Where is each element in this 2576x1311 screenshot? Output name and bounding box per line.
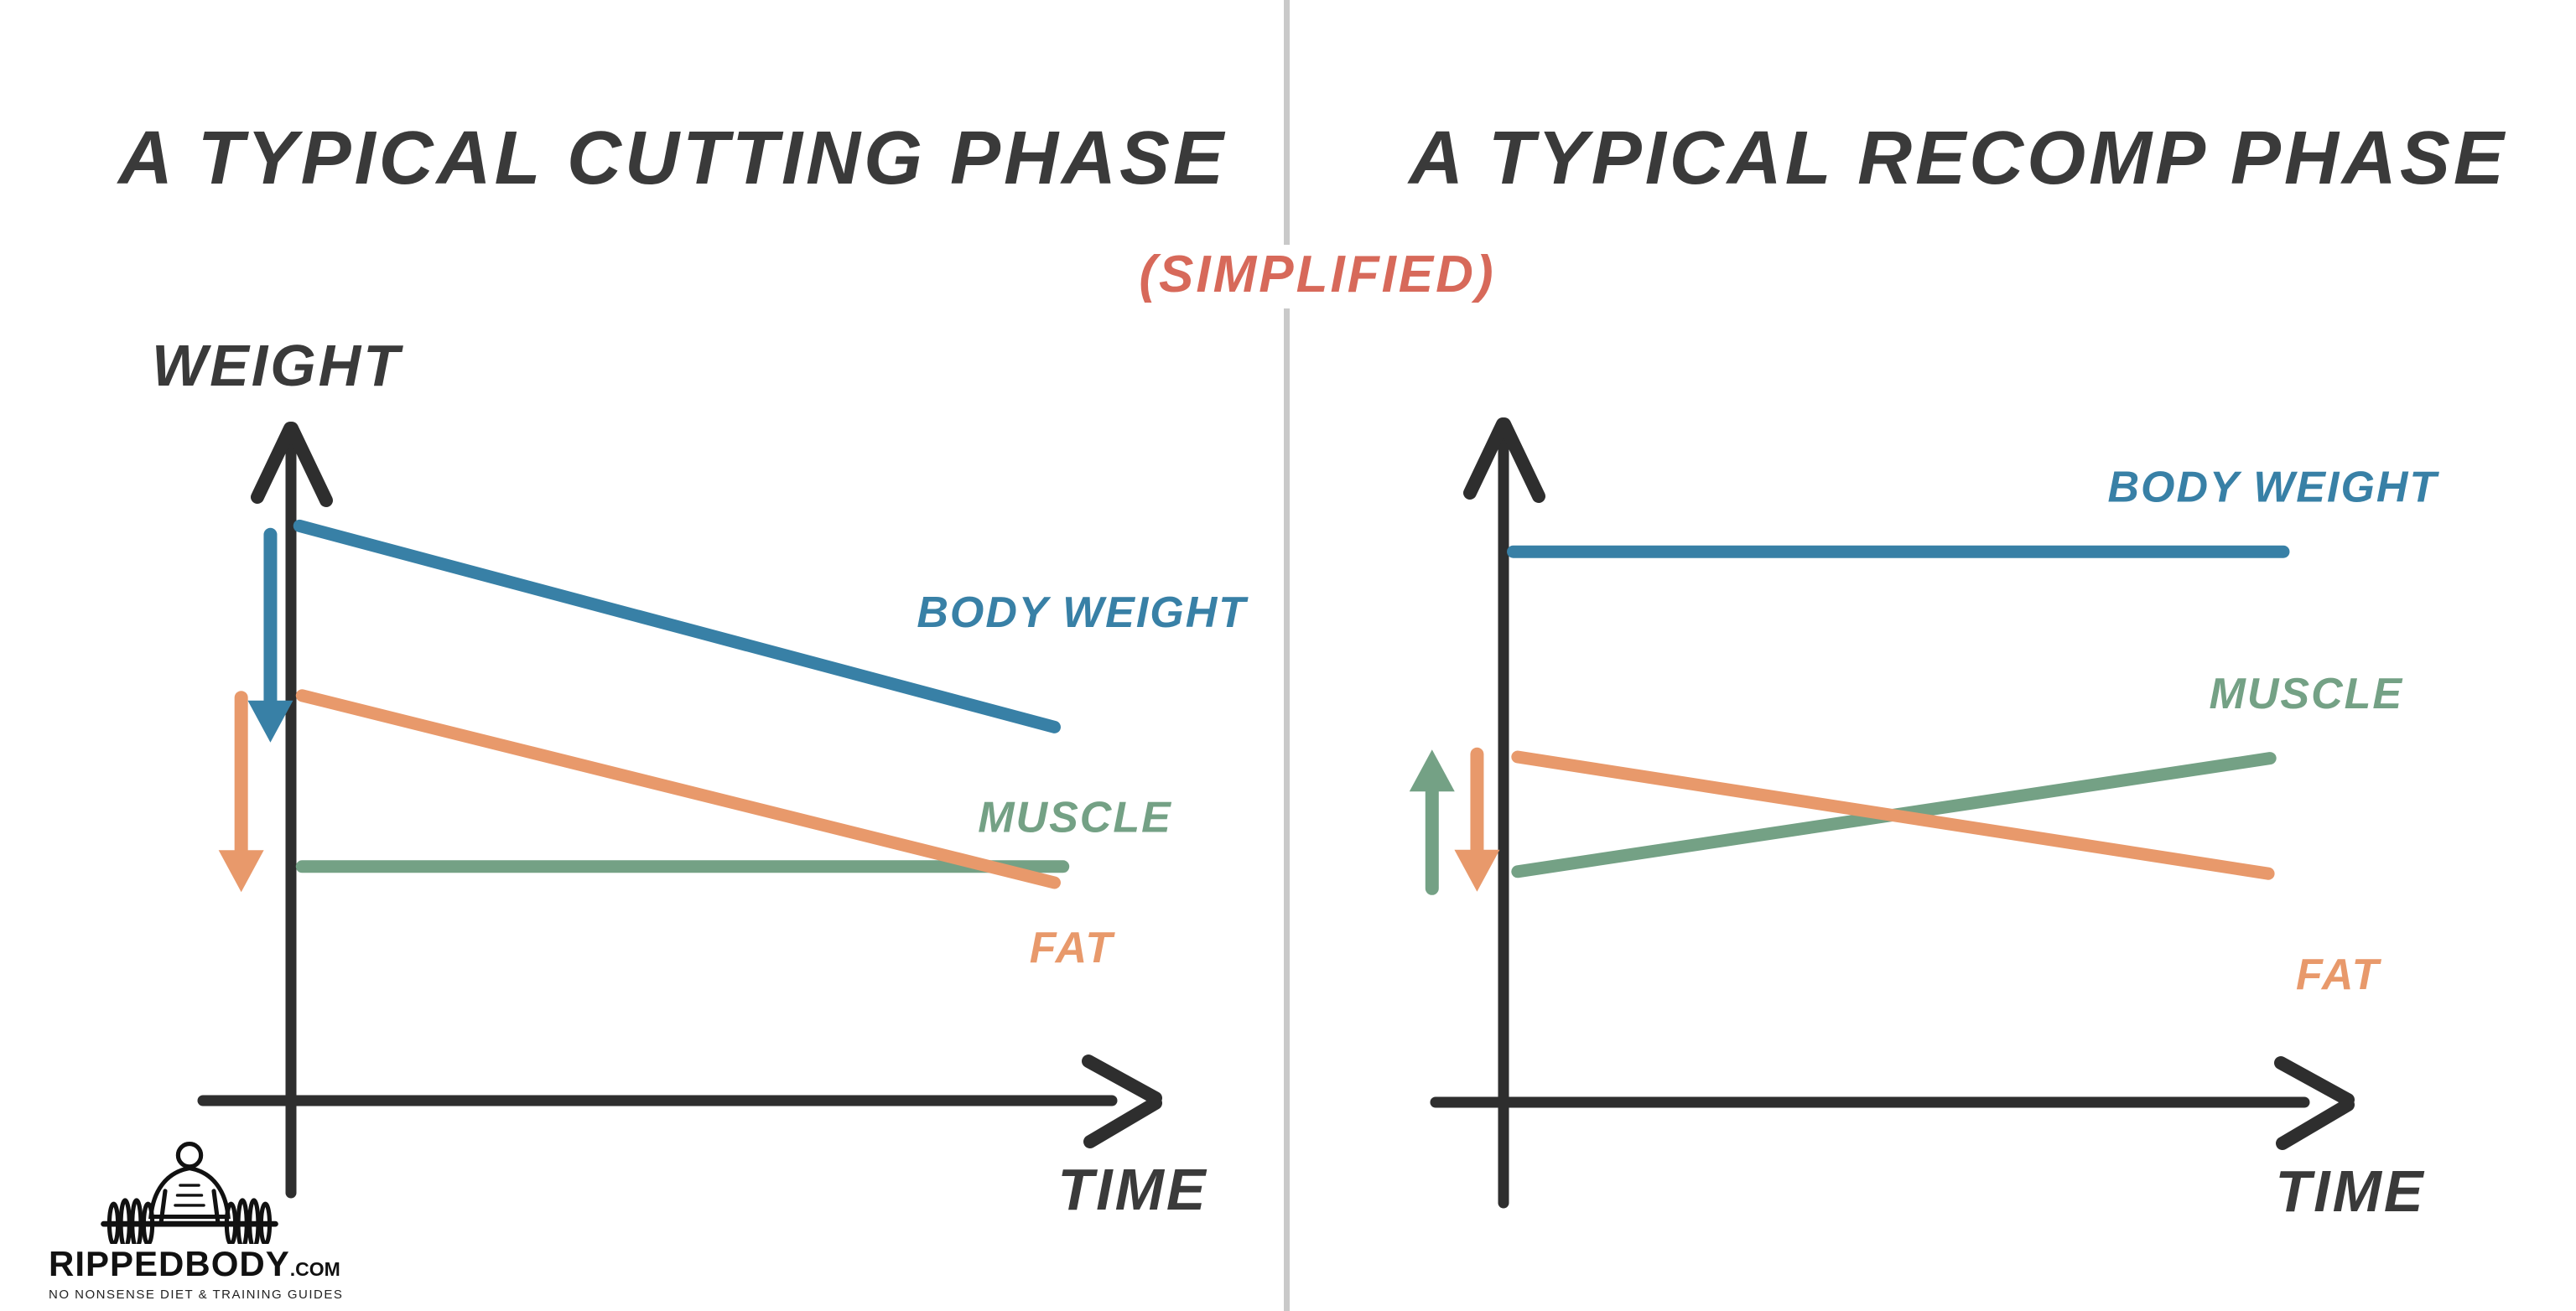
left-body-weight-down-arrowhead [247,700,293,743]
right-time-axis-arrowhead [2274,1056,2355,1150]
right-fat-line [1511,750,2275,880]
recomp-phase-title: A TYPICAL RECOMP PHASE [1409,117,2507,200]
left-fat-down-arrowhead [218,850,264,893]
right-muscle-label: MUSCLE [2210,670,2404,718]
left-fat-label: FAT [1030,924,1116,972]
left-fat-line [295,689,1061,889]
rippedbody-logo: RIPPEDBODY.COM NO NONSENSE DIET & TRAINI… [49,1137,344,1302]
right-body-weight-label: BODY WEIGHT [2107,464,2439,512]
right-fat-label: FAT [2296,951,2382,999]
lifter-barbell-icon [101,1141,278,1244]
simplified-subtitle: (SIMPLIFIED) [1139,246,1496,303]
left-y-axis-label: WEIGHT [152,333,403,398]
left-weight-axis-arrowhead [251,422,333,507]
right-fat-down-arrowhead [1454,849,1500,892]
left-muscle-label: MUSCLE [978,794,1172,842]
logo-tagline: NO NONSENSE DIET & TRAINING GUIDES [49,1288,344,1302]
logo-wordmark: RIPPEDBODY.COM [49,1244,340,1284]
right-weight-axis-arrowhead [1463,417,1545,503]
logo-domain-text: .COM [289,1258,340,1280]
panel-divider-bottom [1284,308,1290,1311]
right-muscle-up-arrowhead [1409,749,1455,792]
left-body-weight-label: BODY WEIGHT [917,588,1249,637]
panel-divider-top [1284,0,1290,245]
right-x-axis-label: TIME [2275,1158,2425,1224]
left-time-axis-arrowhead [1082,1054,1162,1148]
cutting-phase-title: A TYPICAL CUTTING PHASE [117,117,1228,200]
left-body-weight-line [293,519,1061,733]
left-x-axis-label: TIME [1057,1157,1208,1222]
logo-brand-text: RIPPEDBODY [49,1244,290,1283]
